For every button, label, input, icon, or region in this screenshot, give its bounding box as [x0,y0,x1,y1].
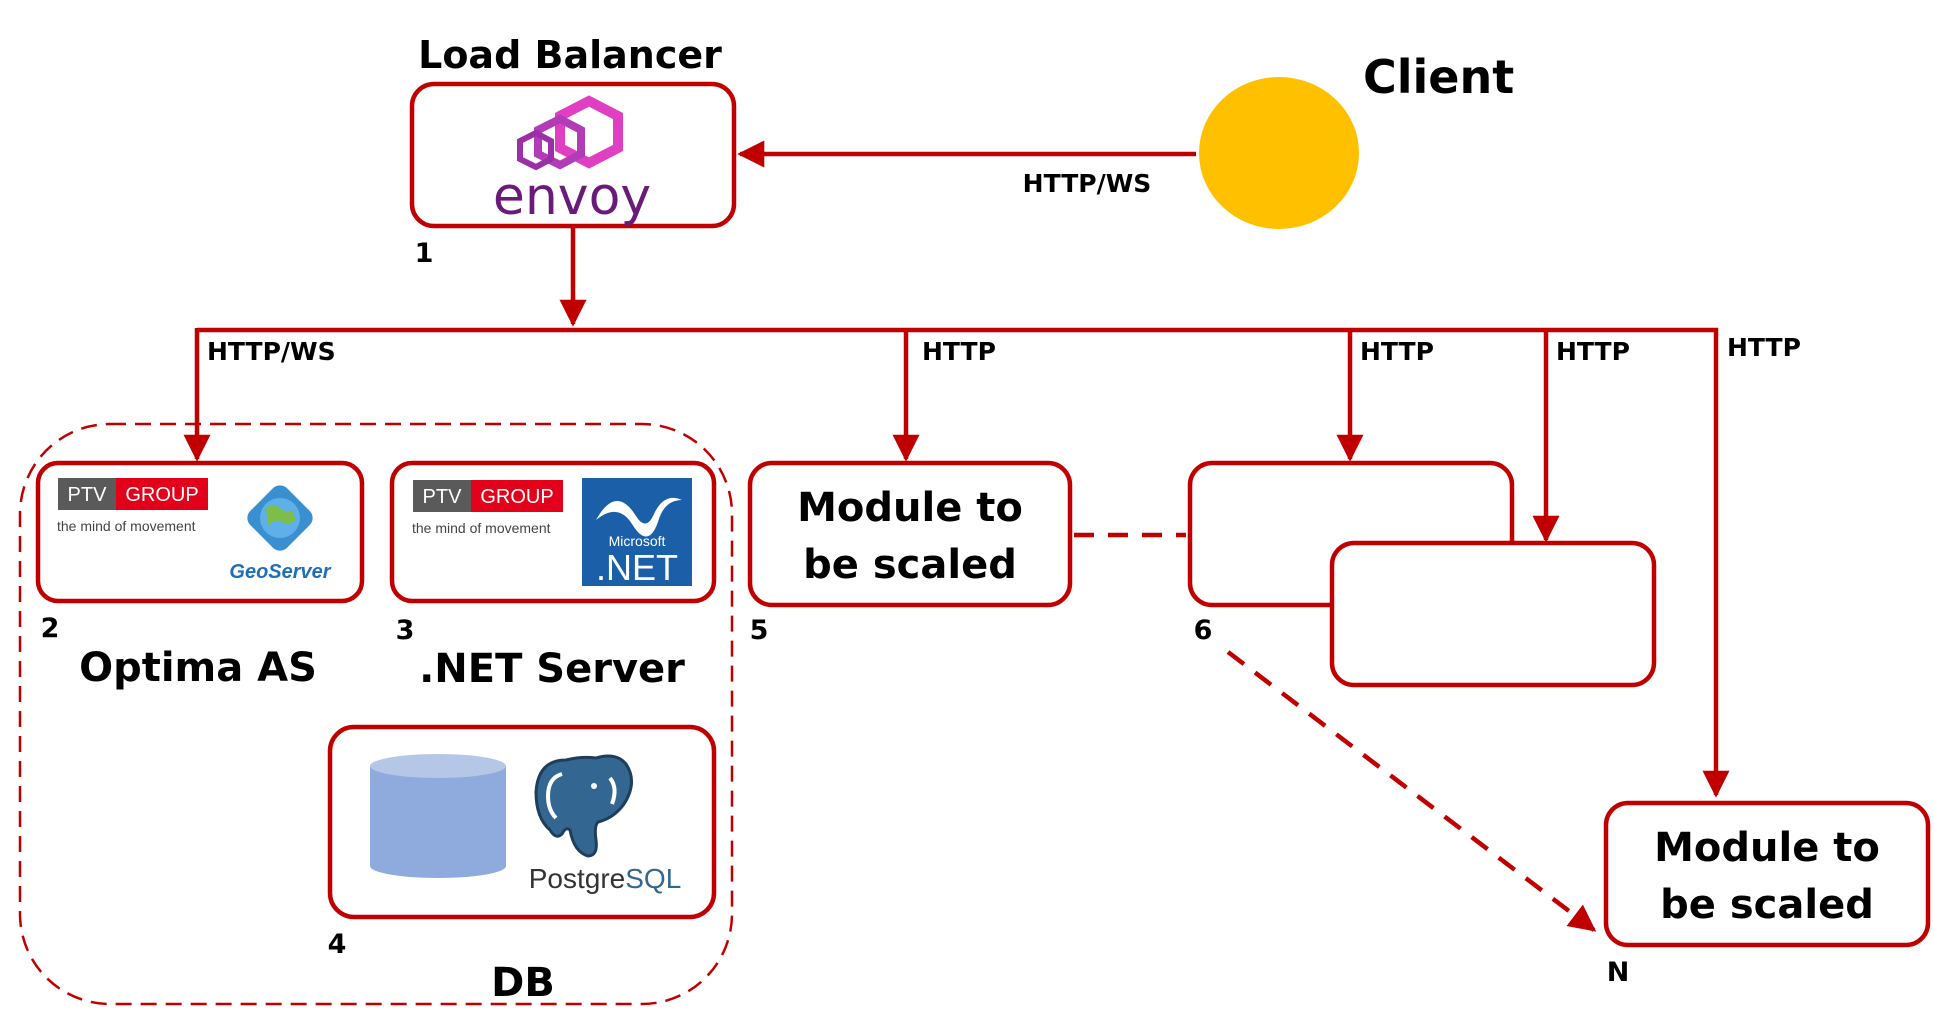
db-caption: DB [491,960,555,1006]
edge-label-client-to-lb: HTTP/WS [1023,169,1152,198]
edge-label-to-moduleN: HTTP [1727,333,1801,362]
svg-text:GROUP: GROUP [125,484,198,506]
svg-text:PTV: PTV [423,486,463,508]
postgresql-logo-text: PostgreSQL [529,863,682,894]
envoy-logo-icon [517,95,623,171]
postgresql-elephant-icon [534,754,633,858]
envoy-logo-text: envoy [493,167,651,227]
client-label: Client [1363,50,1514,104]
geoserver-globe-icon [247,485,313,551]
module-n-label-line2: be scaled [1660,882,1874,928]
backend-group-container [18,422,734,1006]
edge-label-to-module6a: HTTP [1360,337,1434,366]
module-5-label-line1: Module to [797,485,1023,531]
geoserver-logo-text: GeoServer [229,561,331,583]
module-5-label-line2: be scaled [803,542,1017,588]
module-6-box-front[interactable] [1329,540,1657,688]
edge-label-to-module6b: HTTP [1556,337,1630,366]
svg-text:the mind of movement: the mind of movement [412,520,551,536]
node-number-6: 6 [1194,615,1213,646]
module-n-box[interactable] [1603,800,1931,948]
svg-text:Microsoft: Microsoft [609,533,666,549]
ptv-group-logo-icon: PTV GROUP the mind of movement [412,480,563,536]
node-number-5: 5 [750,615,769,646]
dotnet-logo-icon: Microsoft .NET [582,478,692,588]
node-number-3: 3 [396,615,415,646]
database-cylinder-icon [370,754,506,878]
svg-text:GROUP: GROUP [480,486,553,508]
svg-text:PTV: PTV [68,484,108,506]
dotnet-server-caption: .NET Server [419,646,685,692]
node-number-2: 2 [41,613,60,644]
node-number-4: 4 [328,929,347,960]
edge-label-to-optima: HTTP/WS [207,337,336,366]
svg-text:the mind of movement: the mind of movement [57,518,196,534]
module-5-box[interactable] [747,460,1073,608]
module-n-label-line1: Module to [1654,825,1880,871]
node-number-1: 1 [415,238,434,269]
client-node[interactable] [1199,77,1359,229]
load-balancer-title: Load Balancer [418,33,722,77]
node-number-n: N [1607,957,1630,988]
edge-module6-to-moduleN-dashed [1226,650,1597,932]
optima-as-caption: Optima AS [79,645,317,691]
svg-text:.NET: .NET [596,547,678,588]
edge-label-to-module5: HTTP [922,337,996,366]
ptv-group-logo-icon: PTV GROUP the mind of movement [57,478,208,534]
